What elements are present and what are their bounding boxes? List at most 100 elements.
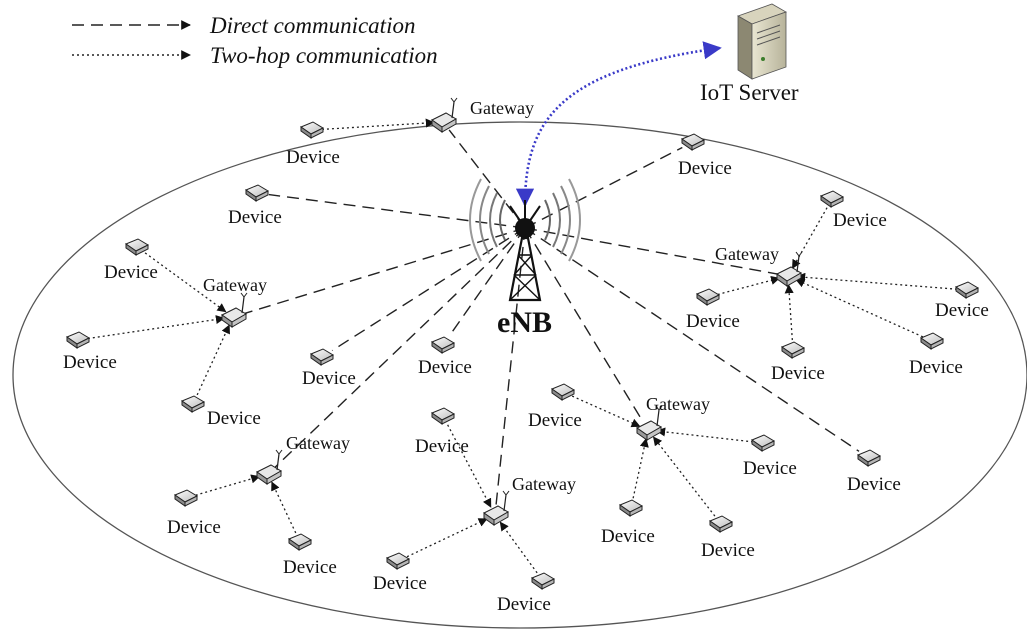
cell-tower-icon (469, 178, 581, 302)
device-node: Device (373, 552, 427, 594)
device-label: Device (228, 207, 282, 228)
device-label: Device (601, 526, 655, 547)
gateway-label: Gateway (512, 474, 576, 494)
gateway-node: Gateway (636, 394, 710, 441)
gateway-label: Gateway (203, 275, 267, 295)
legend-direct-label: Direct communication (209, 13, 415, 38)
device-label: Device (418, 357, 472, 378)
device-icon (919, 332, 945, 350)
device-label: Device (167, 517, 221, 538)
legend-twohop-label: Two-hop communication (210, 43, 438, 68)
device-node: Device (283, 533, 337, 578)
device-node: Device (228, 184, 282, 228)
gateway-label: Gateway (286, 433, 350, 453)
device-icon (430, 407, 456, 425)
device-icon (618, 499, 644, 517)
device-label: Device (302, 368, 356, 389)
device-label: Device (686, 311, 740, 332)
device-node: Device (528, 383, 582, 431)
device-label: Device (373, 573, 427, 594)
device-icon (530, 572, 556, 590)
server-label: IoT Server (700, 80, 799, 105)
twohop-link-device-9 (707, 275, 781, 298)
server-link (515, 41, 722, 207)
device-node: Device (686, 288, 740, 332)
twohop-link-device-19 (397, 518, 488, 562)
device-icon (244, 184, 270, 202)
gateway-node: Gateway (715, 244, 803, 287)
device-node: Device (104, 238, 158, 283)
device-icon (309, 348, 335, 366)
device-icon (180, 395, 206, 413)
device-label: Device (935, 300, 989, 321)
device-label: Device (63, 352, 117, 373)
device-node: Device (497, 572, 556, 615)
gateway-router-icon (636, 405, 663, 441)
gateway-router-icon (221, 292, 248, 328)
gateway-node: Gateway (431, 97, 534, 133)
gateways: GatewayGatewayGatewayGatewayGatewayGatew… (203, 97, 803, 526)
direct-link-device-15 (524, 227, 860, 452)
device-icon (550, 383, 576, 401)
device-label: Device (833, 210, 887, 231)
gateway-label: Gateway (715, 244, 779, 264)
device-icon (65, 331, 91, 349)
twohop-link-device-11 (784, 284, 794, 351)
gateway-label: Gateway (646, 394, 710, 414)
twohop-link-device-10 (796, 272, 968, 291)
device-node: Device (418, 336, 472, 378)
device-icon (124, 238, 150, 256)
direct-link-device-2 (268, 193, 526, 229)
device-label: Device (678, 158, 732, 179)
enb-label: eNB (497, 306, 552, 339)
device-label: Device (909, 357, 963, 378)
gateway-node: Gateway (203, 275, 267, 328)
device-icon (954, 281, 980, 299)
gateway-node: Gateway (483, 474, 576, 526)
device-node: Device (743, 434, 797, 479)
device-label: Device (743, 458, 797, 479)
device-icon (819, 190, 845, 208)
device-node: Device (601, 499, 655, 547)
gateway-router-icon (256, 449, 283, 485)
device-icon (299, 121, 325, 139)
coverage-area (12, 121, 1027, 629)
direct-link-device-6 (331, 227, 526, 352)
device-node: Device (678, 133, 732, 179)
twohop-link-device-14 (656, 427, 764, 444)
device-node: Device (819, 190, 887, 231)
device-label: Device (207, 408, 261, 429)
device-node: Device (771, 341, 825, 384)
direct-link-gw-top (448, 129, 526, 229)
device-node: Device (63, 331, 117, 373)
server-icon (737, 3, 787, 80)
device-node: Device (180, 395, 261, 429)
device-label: Device (415, 436, 469, 457)
device-node: Device (302, 348, 356, 389)
device-icon (856, 449, 882, 467)
direct-link-gw-left (242, 227, 526, 315)
device-label: Device (847, 474, 901, 495)
twohop-link-device-22 (271, 481, 301, 543)
gateway-node: Gateway (256, 433, 350, 485)
twohop-link-device-3 (136, 246, 227, 313)
device-node: Device (286, 121, 340, 168)
direct-link-device-1 (524, 146, 683, 229)
device-node: Device (935, 281, 989, 321)
gateway-router-icon (431, 97, 458, 133)
device-icon (385, 552, 411, 570)
twohop-link-device-21 (185, 474, 261, 499)
device-label: Device (283, 557, 337, 578)
device-icon (708, 515, 734, 533)
device-node: Device (415, 407, 469, 457)
device-icon (695, 288, 721, 306)
device-node: Device (167, 489, 221, 538)
gateway-router-icon (483, 490, 510, 526)
device-label: Device (701, 540, 755, 561)
device-icon (680, 133, 706, 151)
device-icon (173, 489, 199, 507)
direct-link-gw-bottom-l (274, 227, 526, 468)
device-node: Device (847, 449, 901, 495)
twohop-link-device-18 (442, 415, 492, 508)
